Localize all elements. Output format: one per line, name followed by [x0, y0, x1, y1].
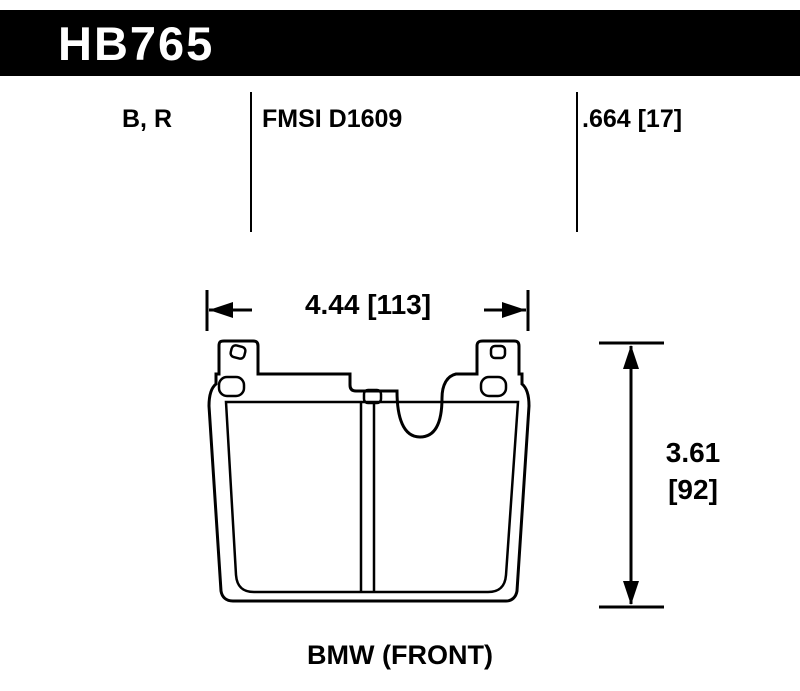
arrowhead-left-icon [209, 302, 233, 318]
part-number: HB765 [58, 16, 215, 70]
height-dimension-inches: 3.61 [665, 437, 721, 468]
divider-line-right [576, 92, 578, 232]
divider-line-left [250, 92, 252, 232]
height-dimension-mm: [92] [668, 474, 718, 505]
pad-hole-ear-left [229, 344, 247, 360]
pad-hole-ear-right [489, 344, 507, 360]
header-bar: HB765 [0, 10, 800, 76]
arrowhead-right-icon [502, 302, 526, 318]
arrowhead-up-icon [623, 345, 639, 369]
pad-thickness-value: .664 [17] [582, 105, 683, 133]
pad-hole-center [362, 388, 383, 405]
pad-outer-outline [207, 339, 531, 603]
fmsi-number: FMSI D1609 [262, 105, 403, 133]
pad-inner-outline [224, 400, 520, 594]
application-caption: BMW (FRONT) [307, 640, 493, 670]
pad-hole-left [217, 375, 246, 398]
height-dimension-label: 3.61 [92] [650, 434, 736, 508]
compound-codes: B, R [122, 105, 172, 133]
arrowhead-down-icon [623, 581, 639, 605]
pad-hole-right [479, 375, 508, 398]
width-dimension-label: 4.44 [113] [252, 288, 484, 322]
